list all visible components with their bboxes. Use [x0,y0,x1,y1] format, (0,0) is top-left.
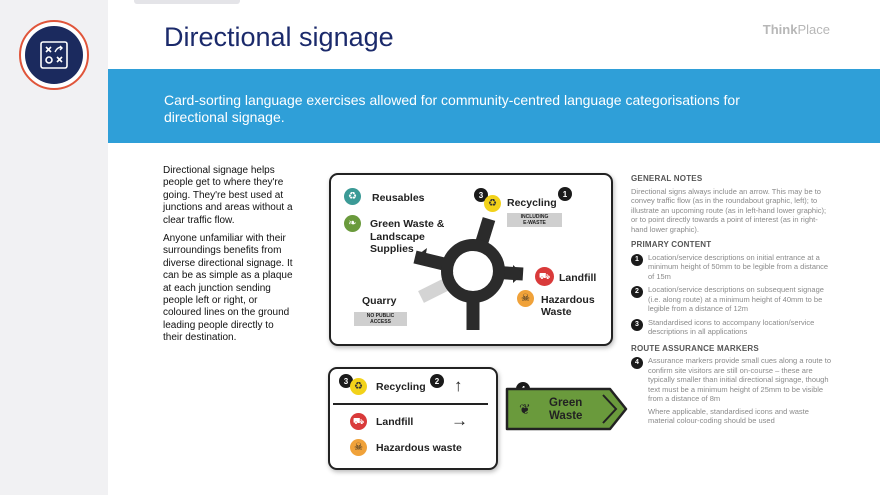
badge-1: 1 [558,187,572,201]
reusables-label: Reusables [372,192,425,204]
intro-text: Directional signage helps people get to … [163,165,293,351]
assurance-marker: ❦ Green Waste [504,386,630,432]
roundabout-sign: ♻ Reusables ❧ Green Waste & Landscape Su… [329,173,613,346]
landfill-icon: ⛟ [535,267,554,286]
note-item: 2 Location/service descriptions on subse… [631,285,831,314]
divider [333,403,488,405]
recycling-tag: INCLUDING E-WASTE [507,213,562,227]
primary-content-heading: PRIMARY CONTENT [631,240,712,249]
leaf-icon: ❦ [519,401,531,417]
note-text: Location/service descriptions on subsequ… [648,285,824,313]
note-text: Standardised icons to accompany location… [648,317,815,337]
notes-panel: GENERAL NOTES Directional signs always i… [631,174,831,430]
note-item: 4 Assurance markers provide small cues a… [631,356,831,426]
note-text: Location/service descriptions on initial… [648,252,829,281]
note-item: 1 Location/service descriptions on initi… [631,253,831,282]
general-notes-heading: GENERAL NOTES [631,174,703,183]
hazardous-icon: ☠ [350,439,367,456]
note-text: Assurance markers provide small cues alo… [648,356,832,403]
landfill-icon: ⛟ [350,413,367,430]
green-waste-label: Green Waste & Landscape Supplies [370,218,445,255]
arrow-right-icon: → [451,411,468,430]
intro-para-2: Anyone unfamiliar with their surrounding… [163,233,293,344]
note-text-2: Where applicable, standardised icons and… [648,406,809,426]
banner-text: Card-sorting language exercises allowed … [164,92,740,125]
page-title: Directional signage [164,22,394,52]
landfill-label: Landfill [559,272,597,284]
recycling-label: Recycling [376,381,426,393]
green-waste-icon: ❧ [344,215,361,232]
general-notes-text: Directional signs always include an arro… [631,186,827,234]
note-number: 4 [631,357,643,369]
quarry-tag: NO PUBLIC ACCESS [354,312,407,326]
hazardous-label: Hazardous Waste [541,294,595,318]
badge-3: 3 [339,374,353,388]
section-logo [19,20,89,90]
reusables-icon: ♻ [344,188,361,205]
intro-para-1: Directional signage helps people get to … [163,165,293,226]
note-number: 1 [631,253,643,266]
route-sign: 3 ♻ Recycling 2 ↑ ⛟ Landfill → ☠ Hazardo… [328,367,498,470]
top-tab [134,0,240,4]
recycling-icon: ♻ [484,195,501,212]
route-markers-heading: ROUTE ASSURANCE MARKERS [631,343,759,353]
brand-logo: ThinkPlace [762,22,830,37]
hazardous-icon: ☠ [517,290,534,307]
hazardous-label: Hazardous waste [376,442,462,454]
arrow-up-icon: ↑ [454,376,463,395]
landfill-label: Landfill [376,416,414,428]
roundabout-diagram [413,217,524,330]
recycling-icon: ♻ [350,378,367,395]
note-item: 3 Standardised icons to accompany locati… [631,318,831,337]
quarry-label: Quarry [362,295,397,307]
intro-banner: Card-sorting language exercises allowed … [108,69,880,143]
badge-2: 2 [430,374,444,388]
recycling-label: Recycling [507,197,557,209]
note-number: 2 [631,286,643,298]
strategy-icon [25,26,83,84]
marker-label: Green Waste [549,397,583,422]
note-number: 3 [631,318,643,331]
